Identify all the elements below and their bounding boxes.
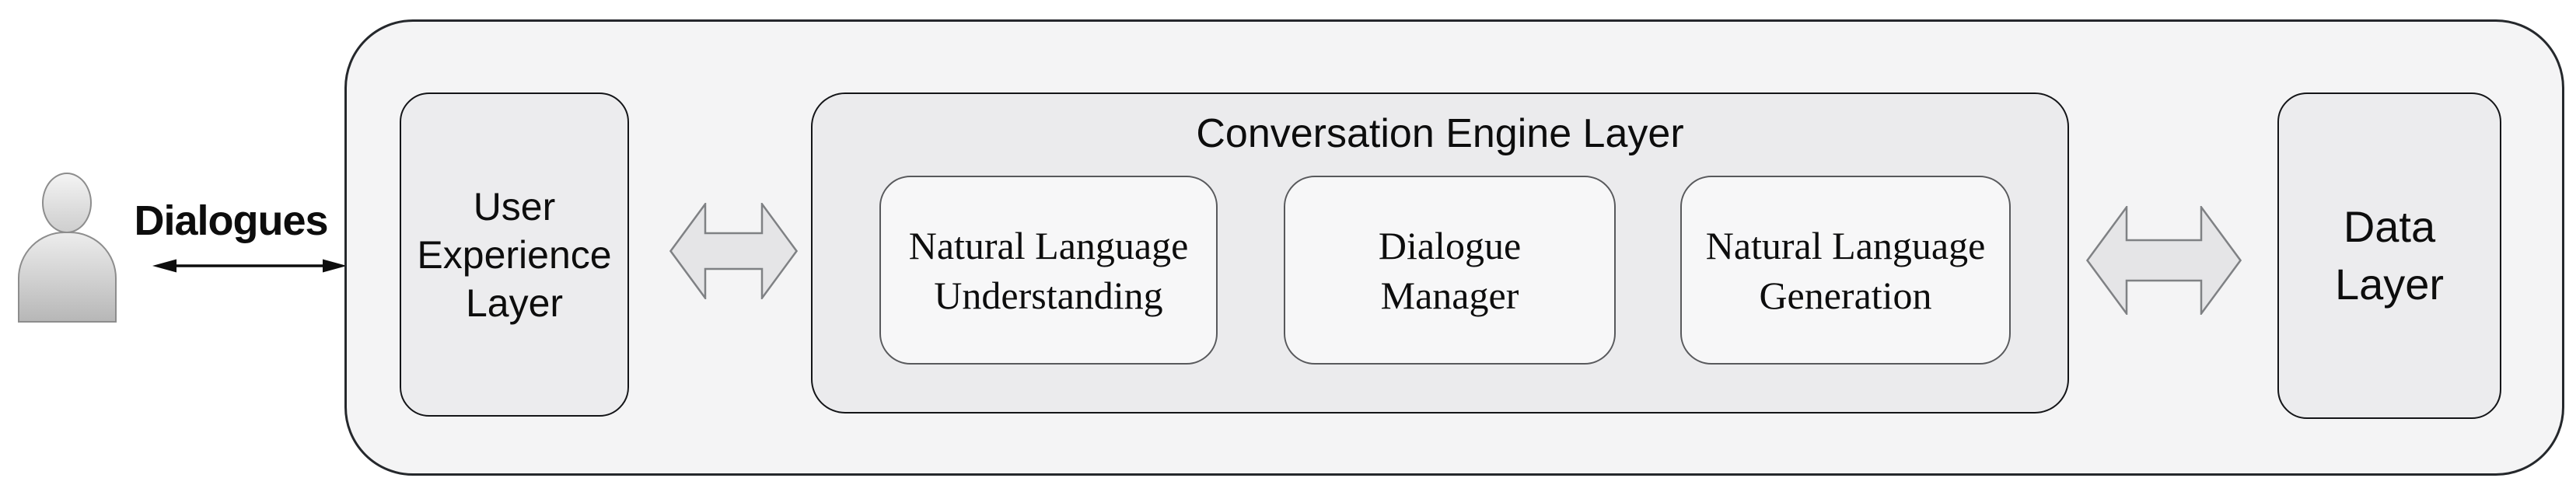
- data-layer-label-line: Data: [2343, 202, 2436, 251]
- dialogues-double-arrow-icon: [152, 259, 347, 273]
- ux-layer-label-line: Experience: [417, 232, 612, 277]
- person-body: [18, 232, 117, 323]
- module-label-line: Natural Language: [908, 223, 1189, 267]
- module-box-natural-language-generation: Natural Language Generation: [1680, 176, 2011, 365]
- ux-layer-label-line: User: [473, 184, 556, 229]
- module-box-dialogue-manager: Dialogue Manager: [1284, 176, 1616, 365]
- conversation-engine-layer-box: Conversation Engine Layer Natural Langua…: [811, 92, 2069, 413]
- double-arrow-icon: [2086, 206, 2242, 315]
- double-arrow-icon: [669, 203, 798, 299]
- module-label-line: Generation: [1759, 273, 1932, 317]
- ux-layer-label-line: Layer: [465, 281, 564, 325]
- module-box-natural-language-understanding: Natural Language Understanding: [879, 176, 1218, 365]
- data-layer-label-line: Layer: [2334, 260, 2445, 309]
- module-label-line: Manager: [1380, 273, 1519, 317]
- data-layer-box: Data Layer: [2277, 92, 2501, 419]
- conversation-engine-layer-title: Conversation Engine Layer: [1196, 111, 1684, 156]
- module-label-line: Understanding: [934, 273, 1163, 317]
- dialogues-label: Dialogues: [134, 197, 328, 244]
- person-head: [42, 173, 92, 233]
- person-icon: [18, 173, 117, 323]
- module-label-line: Dialogue: [1378, 223, 1522, 267]
- outer-container: User Experience Layer Conversation Engin…: [344, 19, 2564, 476]
- user-experience-layer-box: User Experience Layer: [400, 92, 629, 417]
- module-label-line: Natural Language: [1705, 223, 1986, 267]
